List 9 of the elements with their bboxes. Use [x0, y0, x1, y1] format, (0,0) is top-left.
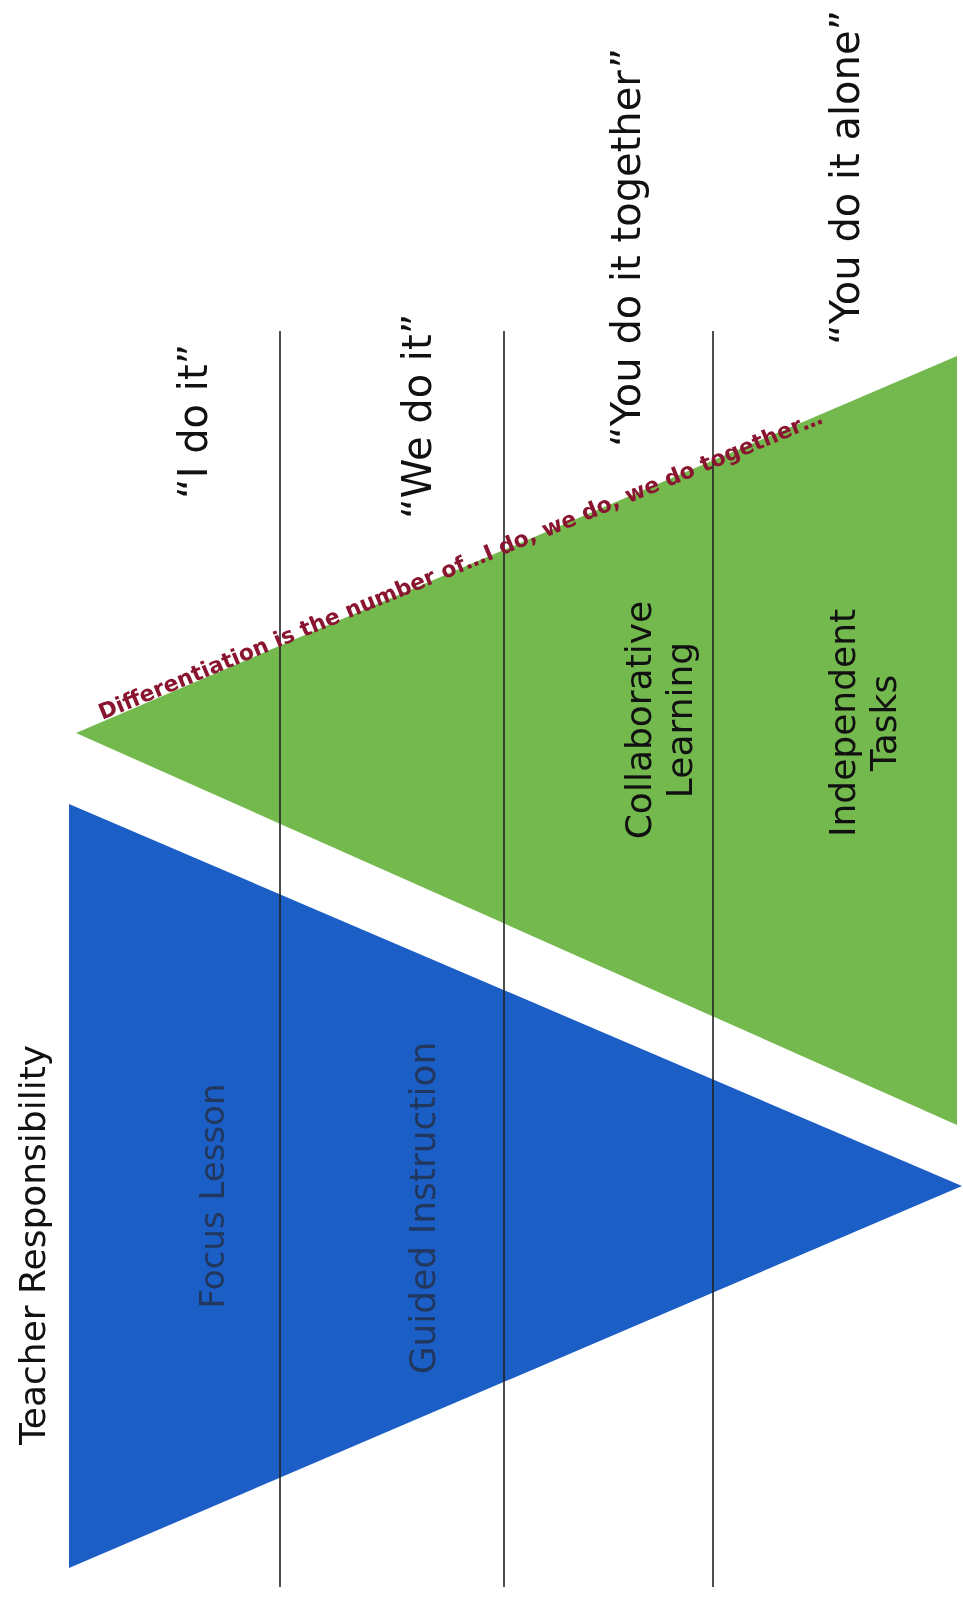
stage-label: Collaborative Learning	[618, 599, 701, 842]
quote-label: “We do it”	[394, 313, 440, 519]
quote-label: “I do it”	[170, 343, 216, 499]
axis-heading: Teacher Responsibility	[11, 1044, 53, 1445]
quote-label: “You do it together”	[603, 47, 649, 447]
quote-label: “You do it alone”	[822, 9, 868, 345]
stage-label: Focus Lesson	[193, 1082, 233, 1311]
stage-label: Guided Instruction	[402, 1040, 444, 1377]
stage-label: Independent Tasks	[822, 607, 905, 840]
